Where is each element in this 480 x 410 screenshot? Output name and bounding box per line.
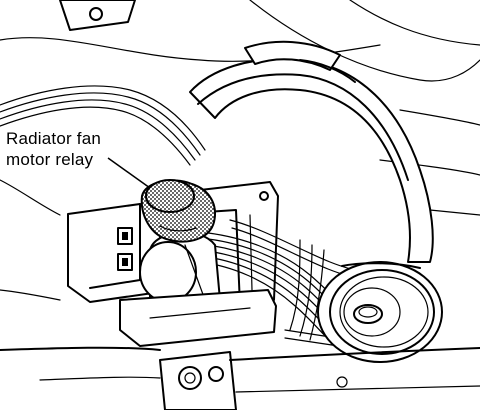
pulley bbox=[317, 261, 443, 363]
callout-line-2: motor relay bbox=[6, 150, 94, 169]
relay-cylinder bbox=[139, 231, 221, 315]
coolant-hose bbox=[189, 40, 434, 263]
floor-contours bbox=[0, 289, 480, 393]
callout-label: Radiator fan motor relay bbox=[6, 128, 101, 170]
callout-leader-line bbox=[107, 157, 151, 189]
top-bracket bbox=[59, 0, 136, 31]
lower-bracket bbox=[119, 289, 277, 410]
callout-line-1: Radiator fan bbox=[6, 129, 102, 148]
wire-harness-upper bbox=[0, 85, 206, 166]
radiator-fan-motor-relay bbox=[140, 179, 216, 243]
